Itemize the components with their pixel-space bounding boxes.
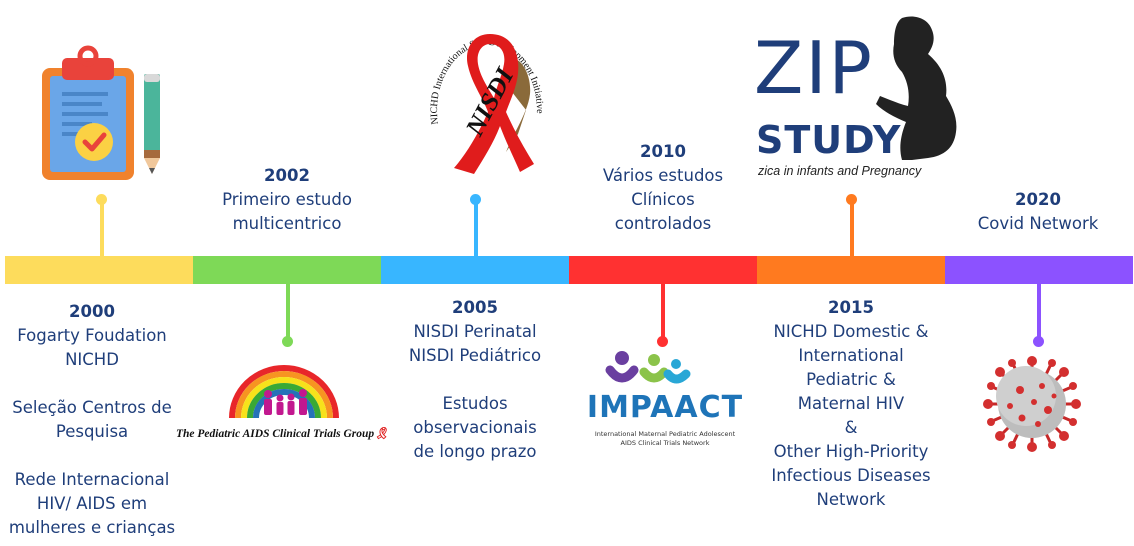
clipboard-icon [40, 44, 170, 182]
stem-2005 [474, 200, 478, 256]
red-ribbon-icon: 🎗 [374, 428, 389, 440]
zip-tagline: zica in infants and Pregnancy [758, 164, 922, 178]
event-2020: 2020 Covid Network [948, 188, 1128, 236]
event-gap [385, 368, 565, 392]
event-line: HIV/ AIDS em [36, 494, 148, 513]
dot-2015 [846, 194, 857, 205]
zip-word: ZIP [754, 26, 874, 110]
event-line: NICHD Domestic & [773, 322, 929, 341]
event-line: controlados [614, 214, 712, 233]
event-year: 2000 [69, 302, 115, 321]
zip-study-logo: ZIP STUDY zica in infants and Pregnancy [752, 14, 962, 182]
coronavirus-icon [982, 356, 1082, 452]
event-line: NISDI Perinatal [413, 322, 537, 341]
event-line: Rede Internacional [14, 470, 170, 489]
event-line: multicentrico [232, 214, 342, 233]
event-year: 2010 [640, 142, 686, 161]
event-line: Pesquisa [55, 422, 129, 441]
event-2000: 2000 Fogarty Foudation NICHD Seleção Cen… [0, 300, 184, 540]
dot-2005 [470, 194, 481, 205]
event-year: 2015 [828, 298, 874, 317]
event-line: Covid Network [977, 214, 1099, 233]
event-line: Pediatric & [806, 370, 896, 389]
event-line: Estudos [442, 394, 508, 413]
event-line: Vários estudos [602, 166, 724, 185]
event-line: NICHD [65, 350, 119, 369]
timeline-segment-2002 [193, 256, 381, 284]
event-line: Primeiro estudo [222, 190, 352, 209]
impaact-subtitle-2: AIDS Clinical Trials Network [620, 439, 710, 447]
timeline-segment-2020 [945, 256, 1133, 284]
event-year: 2002 [264, 166, 310, 185]
timeline-segment-2000 [5, 256, 193, 284]
stem-2002 [286, 284, 290, 340]
event-line: & [844, 418, 858, 437]
pactg-caption: The Pediatric AIDS Clinical Trials Group… [176, 426, 392, 440]
event-line: Infectious Diseases [771, 466, 931, 485]
event-line: International [798, 346, 904, 365]
event-line: mulheres e crianças [8, 518, 176, 537]
event-gap [0, 372, 184, 396]
event-gap [0, 444, 184, 468]
stem-2020 [1037, 284, 1041, 340]
event-line: Network [816, 490, 886, 509]
event-line: Clínicos [631, 190, 695, 209]
stem-2015 [850, 200, 854, 256]
event-line: de longo prazo [413, 442, 537, 461]
event-line: Fogarty Foudation [17, 326, 167, 345]
impaact-word: IMPAACT [586, 390, 744, 425]
event-line: Other High-Priority [773, 442, 929, 461]
event-line: Seleção Centros de [12, 398, 172, 417]
stem-2000 [100, 200, 104, 256]
timeline-segment-2015 [757, 256, 945, 284]
dot-2002 [282, 336, 293, 347]
dot-2020 [1033, 336, 1044, 347]
event-line: observacionais [413, 418, 537, 437]
timeline-segment-2005 [381, 256, 569, 284]
timeline-segment-2010 [569, 256, 757, 284]
rainbow-family-logo: The Pediatric AIDS Clinical Trials Group… [172, 364, 392, 444]
impaact-logo: IMPAACT International Maternal Pediatric… [570, 350, 760, 450]
event-2002: 2002 Primeiro estudo multicentrico [197, 164, 377, 236]
event-year: 2005 [452, 298, 498, 317]
event-year: 2020 [1015, 190, 1061, 209]
study-word: STUDY [756, 118, 902, 162]
event-line: NISDI Pediátrico [408, 346, 542, 365]
event-2005: 2005 NISDI Perinatal NISDI Pediátrico Es… [385, 296, 565, 464]
event-2015: 2015 NICHD Domestic & International Pedi… [757, 296, 945, 512]
impaact-subtitle-1: International Maternal Pediatric Adolesc… [594, 430, 736, 438]
pactg-text: The Pediatric AIDS Clinical Trials Group [176, 428, 375, 440]
event-line: Maternal HIV [797, 394, 905, 413]
stem-2010 [661, 284, 665, 340]
dot-2010 [657, 336, 668, 347]
dot-2000 [96, 194, 107, 205]
nisdi-ribbon-logo: NICHD International Site Development Ini… [418, 2, 552, 174]
event-2010: 2010 Vários estudos Clínicos controlados [573, 140, 753, 236]
